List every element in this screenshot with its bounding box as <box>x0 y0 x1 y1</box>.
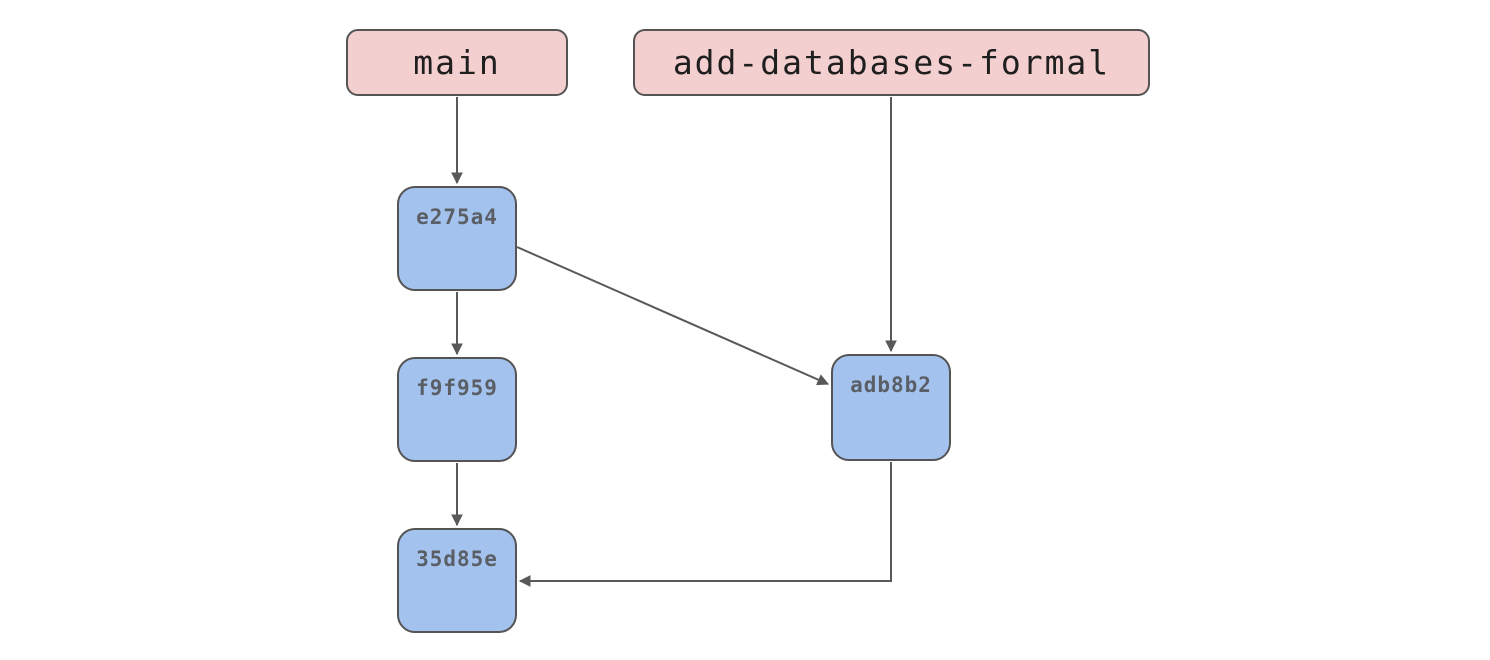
branch-label-main-text: main <box>413 43 501 82</box>
commit-node-f9f959: f9f959 <box>397 357 517 462</box>
branch-label-add-databases-formal: add-databases-formal <box>633 29 1150 96</box>
commit-node-35d85e: 35d85e <box>397 528 517 633</box>
commit-node-e275a4: e275a4 <box>397 186 517 291</box>
commit-hash-adb8b2: adb8b2 <box>850 373 932 397</box>
branch-label-main: main <box>346 29 568 96</box>
commit-hash-e275a4: e275a4 <box>416 205 498 229</box>
commit-hash-35d85e: 35d85e <box>416 547 498 571</box>
branch-label-add-databases-formal-text: add-databases-formal <box>672 43 1111 82</box>
commit-hash-f9f959: f9f959 <box>416 376 498 400</box>
commit-node-adb8b2: adb8b2 <box>831 354 951 461</box>
edge-e275a4-to-adb8b2 <box>516 246 830 386</box>
edge-adb8b2-to-35d85e <box>518 462 892 587</box>
